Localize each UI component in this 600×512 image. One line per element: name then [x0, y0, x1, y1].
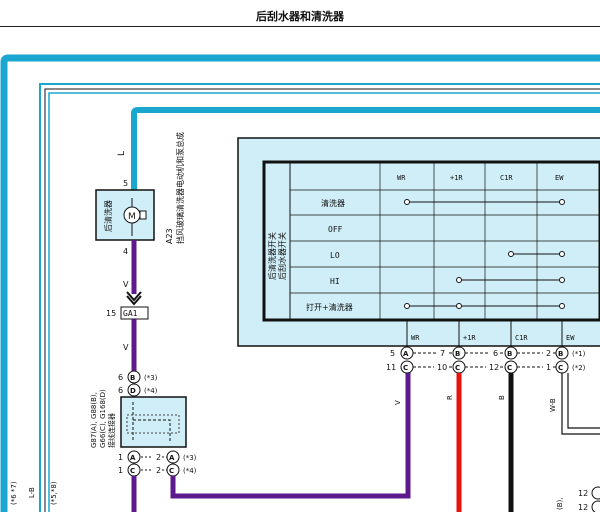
edge-note-5: (B), — [556, 498, 564, 511]
row-label-on-washer: 打开+清洗器 — [306, 302, 353, 312]
wire-v-label-2: V — [123, 343, 129, 352]
wire-lb-label: L-B — [28, 487, 36, 498]
row-a-note: (*1) — [572, 350, 586, 358]
jpin-top-1: 6 — [118, 373, 123, 382]
connector-ga1-label: GA1 — [123, 309, 138, 318]
jpin-top-2-note: (*4) — [144, 387, 158, 395]
row-a-letter-4: B — [558, 350, 563, 358]
junction-internal — [132, 402, 171, 441]
row-label-lo: LO — [330, 251, 340, 260]
junction-label-1: G87(A), G88(B), — [90, 392, 98, 448]
junction-label-2: G66(C), G168(D) — [99, 389, 107, 448]
junction-box — [120, 396, 187, 448]
motor-name: 后清洗器 — [103, 200, 113, 232]
wire-wb — [561, 373, 600, 435]
connector-row-b: 11 C 10 C 12 C 1 C (*2) — [386, 360, 586, 374]
jpin-top-2: 6 — [118, 386, 123, 395]
row-b-pin-2: 10 — [437, 363, 447, 372]
row-b-letter-4: C — [558, 364, 563, 372]
terminal-1r: +1R — [463, 334, 476, 342]
row-b-pin-1: 11 — [386, 363, 396, 372]
edge-note-2: (*5,*8) — [50, 481, 58, 505]
jpin-bot-1-letter: A — [130, 454, 136, 462]
wire-r-label: R — [446, 395, 454, 400]
pin-15: 15 — [106, 309, 116, 318]
wire-l-label: L — [117, 151, 127, 156]
jpin-bot-1-note: (*3) — [183, 454, 197, 462]
row-b-letter-3: C — [507, 364, 512, 372]
motor-symbol-label: M — [128, 212, 136, 222]
jpin-bot-1-circle — [127, 450, 141, 464]
row-a-pin-3: 6 — [493, 349, 498, 358]
col-header-1r: +1R — [450, 174, 463, 182]
connector-row-a: 5 A 7 B 6 B 2 B (*1) — [390, 346, 586, 360]
jpin-bot-2-note: (*4) — [183, 467, 197, 475]
motor-desc: 挡风玻璃清洗器电动机和泵总成 — [175, 132, 185, 244]
terminal-ew: EW — [566, 334, 575, 342]
row-a-letter-1: A — [403, 350, 409, 358]
frame-inner-1 — [39, 83, 600, 512]
wire-b-label: B — [498, 395, 506, 400]
row-a-pin-1: 5 — [390, 349, 395, 358]
terminal-wr: WR — [411, 334, 420, 342]
jpin-bot-2-letter2: C — [169, 467, 174, 475]
jpin-bot-1-dash: 2 — [156, 453, 161, 462]
arrow-chevron — [126, 291, 142, 306]
row-b-letter-2: C — [455, 364, 460, 372]
row-a-letter-2: B — [455, 350, 460, 358]
wire-v-bottom-loop — [170, 372, 411, 499]
jpin-bot-2: 1 — [118, 466, 123, 475]
junction-inner — [126, 414, 180, 434]
jpin-top-1-note: (*3) — [144, 374, 158, 382]
row-label-hi: HI — [330, 277, 340, 286]
jpin-bot-2-letter: C — [130, 467, 135, 475]
jpin-top-2-circle — [127, 383, 141, 397]
wire-l — [131, 107, 600, 192]
switch-side-label-1: 后清洗器开关 — [267, 232, 277, 280]
switch-connections — [404, 199, 565, 309]
frame-outer — [0, 54, 600, 512]
wire-v-label-3: V — [394, 400, 402, 405]
col-header-wr: WR — [397, 174, 406, 182]
row-label-washer: 清洗器 — [321, 198, 345, 208]
terminal-c1r: C1R — [515, 334, 528, 342]
jpin-bot-1: 1 — [118, 453, 123, 462]
row-b-pin-3: 12 — [489, 363, 499, 372]
motor-brush — [139, 210, 147, 220]
jpin-top-1-circle — [127, 370, 141, 384]
terminal-stubs — [406, 320, 563, 346]
page-title: 后刮水器和清洗器 — [256, 10, 344, 23]
edge-pin-1 — [591, 486, 600, 500]
col-header-ew: EW — [555, 174, 564, 182]
junction-dash-1 — [141, 456, 167, 471]
row-a-pin-2: 7 — [440, 349, 445, 358]
edge-note-1: (*6 *7) — [10, 481, 18, 505]
row-a-letter-3: B — [507, 350, 512, 358]
motor-pin-bottom: 4 — [123, 247, 128, 256]
jpin-bot-1-letter2: A — [169, 454, 175, 462]
row-b-note: (*2) — [572, 364, 586, 372]
row-a-pin-4: 2 — [546, 349, 551, 358]
switch-side-label-2: 后刮水器开关 — [277, 232, 287, 280]
edge-note-4: 12 — [578, 503, 588, 512]
edge-pin-2 — [591, 500, 600, 512]
frame-inner-2 — [44, 88, 600, 512]
row-b-pin-4: 1 — [546, 363, 551, 372]
switch-grid — [290, 162, 600, 320]
title-rule — [0, 26, 600, 27]
motor-code: A23 — [165, 228, 174, 244]
row-b-letter-1: C — [403, 364, 408, 372]
edge-note-3: 12 — [578, 489, 588, 498]
junction-label-3: 接线连接器 — [107, 413, 116, 448]
jpin-top-2-letter: D — [130, 387, 136, 395]
row-label-off: OFF — [328, 225, 343, 234]
wire-wb-label: W-B — [549, 398, 557, 412]
frame-inner-3 — [48, 92, 600, 512]
motor-pin-top: 5 — [123, 179, 128, 188]
col-header-c1r: C1R — [500, 174, 513, 182]
jpin-bot-2-dash: 2 — [156, 466, 161, 475]
wire-v-label-1: V — [123, 280, 129, 289]
jpin-top-1-letter: B — [130, 374, 135, 382]
